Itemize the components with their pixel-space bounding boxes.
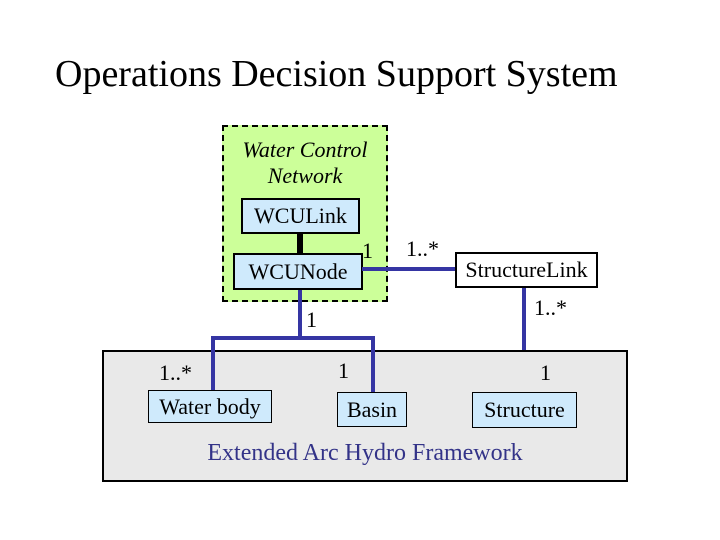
wculink-class-box: WCULink [241, 198, 360, 234]
waterbody-class-box: Water body [148, 390, 272, 423]
slide-title: Operations Decision Support System [55, 53, 618, 95]
basin-label: Basin [346, 396, 398, 422]
water-control-network-label-line1: Water Control [242, 137, 368, 162]
wcunode-label: WCUNode [248, 258, 348, 284]
structurelink-class-box: StructureLink [455, 252, 598, 288]
structure-label: Structure [484, 397, 565, 422]
multiplicity-structurelink-bottom: 1..* [534, 295, 567, 320]
structure-class-box: Structure [472, 392, 577, 428]
water-control-network-label-line2: Network [267, 163, 343, 188]
wculink-label: WCULink [254, 203, 347, 228]
wcunode-structurelink-connector [362, 267, 455, 271]
wculink-wcunode-connector [297, 232, 303, 254]
structurelink-structure-connector [522, 288, 526, 392]
multiplicity-structurelink-side: 1..* [406, 236, 439, 261]
basin-class-box: Basin [337, 392, 407, 427]
bracket-horizontal-connector [211, 336, 375, 340]
multiplicity-structure: 1 [540, 360, 551, 385]
wcunode-class-box: WCUNode [233, 253, 363, 290]
water-control-network-label: Water Control Network [222, 137, 388, 189]
multiplicity-waterbody: 1..* [159, 360, 192, 385]
multiplicity-basin: 1 [338, 358, 349, 383]
wcunode-framework-connector [298, 290, 302, 338]
bracket-waterbody-connector [211, 336, 215, 390]
multiplicity-wcunode-bottom: 1 [306, 307, 317, 332]
framework-caption: Extended Arc Hydro Framework [207, 440, 523, 466]
multiplicity-wcunode-side: 1 [362, 238, 373, 263]
bracket-basin-connector [371, 336, 375, 392]
structurelink-label: StructureLink [465, 257, 588, 282]
waterbody-label: Water body [159, 393, 261, 419]
